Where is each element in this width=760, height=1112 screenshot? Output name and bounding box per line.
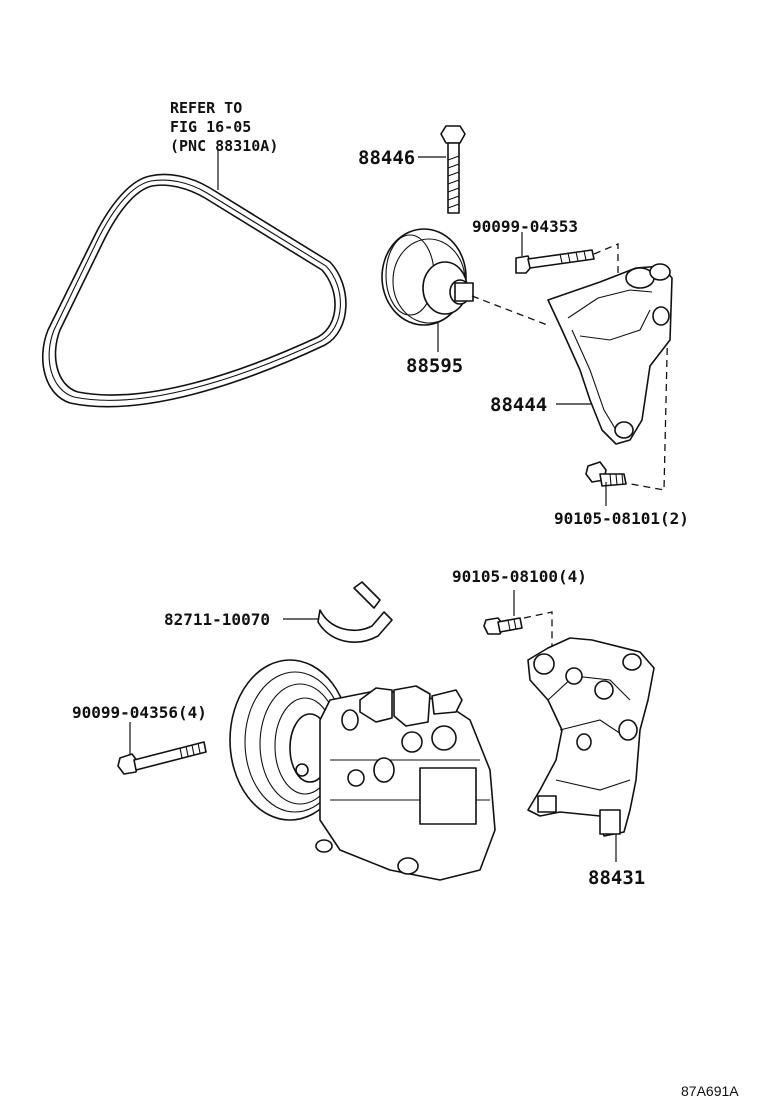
label-88446: 88446 — [358, 147, 415, 169]
label-90105-08100: 90105-08100(4) — [452, 567, 587, 586]
bolt-90099-04353 — [515, 249, 595, 274]
belt-reference-line1: REFER TO — [170, 99, 242, 117]
label-88444: 88444 — [490, 394, 547, 416]
idler-pulley-88595 — [381, 228, 474, 326]
label-90105-08101: 90105-08101(2) — [554, 509, 689, 528]
ac-compressor — [229, 659, 496, 881]
clamp-82711-10070 — [317, 581, 393, 643]
bolt-88446 — [440, 125, 466, 214]
bracket-88444 — [547, 263, 673, 445]
belt-reference-line2: FIG 16-05 — [170, 118, 251, 136]
label-90099-04356: 90099-04356(4) — [72, 703, 207, 722]
bolt-90105-08100 — [483, 617, 523, 635]
label-88595: 88595 — [406, 355, 463, 377]
label-90099-04353: 90099-04353 — [472, 217, 578, 236]
drive-belt — [41, 150, 347, 408]
belt-reference-line3: (PNC 88310A) — [170, 137, 278, 155]
bolt-90099-04356 — [117, 741, 207, 775]
figure-code: 87A691A — [681, 1083, 739, 1099]
label-88431: 88431 — [588, 867, 645, 889]
bracket-88431 — [527, 637, 655, 837]
label-82711-10070: 82711-10070 — [164, 610, 270, 629]
